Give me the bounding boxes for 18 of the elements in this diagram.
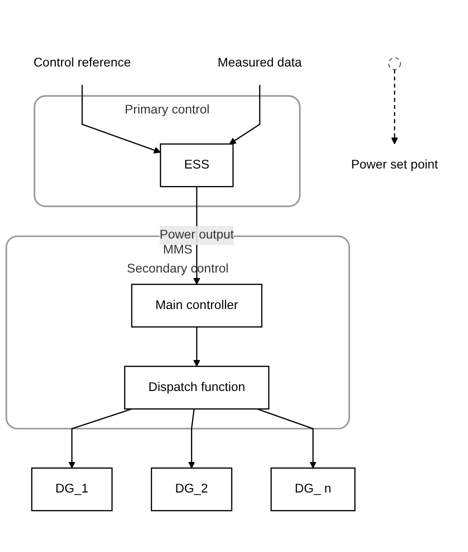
arrow bbox=[229, 84, 260, 144]
node-ellipse bbox=[388, 56, 401, 70]
arrow bbox=[68, 408, 132, 468]
node-text: Measured data bbox=[218, 56, 302, 70]
edge-label: Power output bbox=[160, 228, 234, 242]
node-box: ESS bbox=[160, 142, 234, 187]
node-text: Control reference bbox=[33, 56, 131, 70]
arrow bbox=[391, 69, 398, 144]
node-text: Power set point bbox=[351, 158, 438, 172]
node-box: DG_2 bbox=[150, 467, 232, 511]
arrow bbox=[193, 326, 200, 366]
arrow bbox=[82, 84, 161, 153]
node-box: DG_1 bbox=[31, 467, 113, 511]
node-box: DG_ n bbox=[270, 467, 356, 511]
node-box: Dispatch function bbox=[124, 365, 270, 410]
node-box: Main controller bbox=[131, 283, 262, 328]
arrow bbox=[256, 408, 316, 468]
arrow bbox=[188, 408, 196, 468]
